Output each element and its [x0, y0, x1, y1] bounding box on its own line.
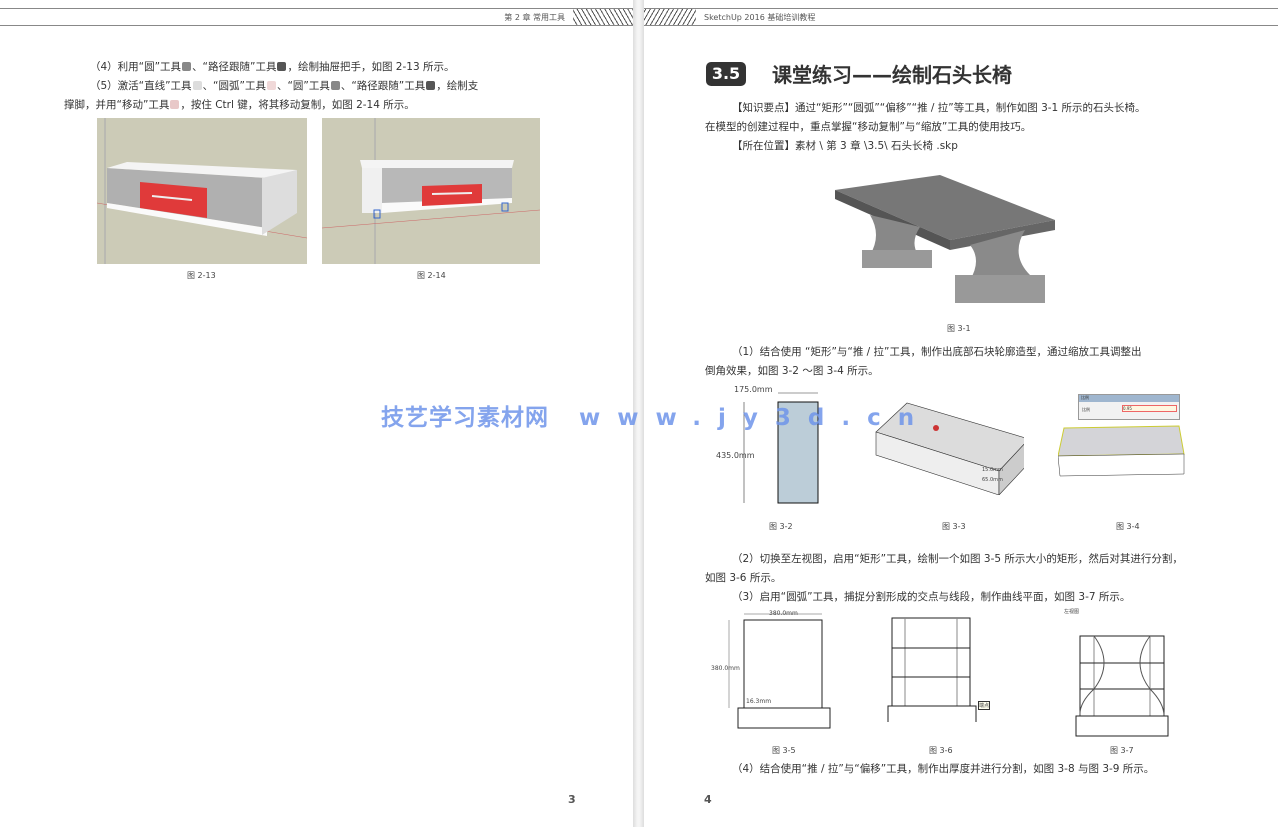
step-1-text: （1）结合使用 “矩形”与“推 / 拉”工具，制作出底部石块轮廓造型，通过缩放工… — [732, 346, 1142, 358]
width-dimension: 380.0mm — [769, 610, 798, 617]
figure-3-6-image: 端点 — [870, 612, 1010, 722]
running-header: 第 2 章 常用工具 — [0, 8, 633, 26]
figure-3-2-image: 175.0mm 435.0mm — [716, 385, 858, 510]
running-header: SketchUp 2016 基础培训教程 — [644, 8, 1278, 26]
move-tool-icon — [170, 100, 180, 109]
figure-3-7-image: 左视图 — [1064, 608, 1204, 738]
width-dimension: 175.0mm — [734, 385, 773, 394]
follow-me-icon — [426, 81, 436, 90]
step-5-text: （5）激活“直线”工具、“圆弧”工具、“圆”工具、“路径跟随”工具，绘制支 — [90, 80, 479, 92]
offset-dimension: 16.3mm — [746, 698, 772, 705]
watermark-url: www.jy3d.cn — [579, 405, 932, 431]
watermark-name: 技艺学习素材网 — [381, 405, 549, 431]
book-gutter — [633, 0, 644, 827]
follow-me-icon — [277, 62, 287, 71]
line-tool-icon — [192, 81, 202, 90]
scale-dialog: 比例 比例 0.95 — [1078, 394, 1180, 420]
endpoint-tooltip: 端点 — [978, 701, 991, 710]
left-page: 第 2 章 常用工具 （4）利用“圆”工具、“路径跟随”工具，绘制抽屉把手，如图… — [0, 0, 633, 827]
figure-3-1-stone-bench — [835, 175, 1055, 303]
section-title: 课堂练习——绘制石头长椅 — [772, 63, 1012, 87]
dimension-1: 15.0mm — [982, 467, 1003, 473]
arc-tool-icon — [266, 81, 276, 90]
figure-2-13-image — [97, 118, 307, 264]
figure-3-5-caption: 图 3-5 — [772, 746, 796, 755]
figure-3-4-image: 比例 比例 0.95 — [1058, 394, 1208, 486]
height-dimension: 435.0mm — [716, 451, 755, 460]
circle-tool-icon — [182, 62, 192, 71]
section-number-badge: 3.5 — [706, 62, 746, 86]
watermark: 技艺学习素材网 www.jy3d.cn — [381, 398, 931, 432]
page-number: 3 — [568, 793, 576, 806]
step-1-text-cont: 倒角效果，如图 3-2 ～图 3-4 所示。 — [705, 365, 879, 377]
figure-2-13-caption: 图 2-13 — [187, 271, 216, 280]
step-4-text: （4）结合使用“推 / 拉”与“偏移”工具，制作出厚度并进行分割，如图 3-8 … — [732, 763, 1155, 775]
chapter-header: 第 2 章 常用工具 — [504, 13, 565, 22]
file-location: 【所在位置】素材 \ 第 3 章 \3.5\ 石头长椅 .skp — [732, 140, 958, 152]
figure-2-14-caption: 图 2-14 — [417, 271, 446, 280]
step-3-text: （3）启用“圆弧”工具，捕捉分割形成的交点与线段，制作曲线平面，如图 3-7 所… — [732, 591, 1131, 603]
figure-3-7-caption: 图 3-7 — [1110, 746, 1134, 755]
figure-3-1-caption: 图 3-1 — [947, 324, 971, 333]
page-number: 4 — [704, 793, 712, 806]
height-dimension: 380.0mm — [711, 665, 740, 672]
step-2-text-cont: 如图 3-6 所示。 — [705, 572, 782, 584]
scale-value-input[interactable]: 0.95 — [1122, 405, 1177, 412]
header-hatch — [644, 9, 696, 25]
dimension-2: 65.0mm — [982, 477, 1003, 483]
book-title-header: SketchUp 2016 基础培训教程 — [704, 13, 816, 22]
dialog-label: 比例 — [1082, 407, 1090, 412]
knowledge-points-cont: 在模型的创建过程中，重点掌握“移动复制”与“缩放”工具的使用技巧。 — [705, 121, 1032, 133]
circle-tool-icon — [330, 81, 340, 90]
header-hatch — [573, 9, 633, 25]
knowledge-points: 【知识要点】通过“矩形”“圆弧”“偏移”“推 / 拉”等工具，制作如图 3-1 … — [732, 102, 1146, 114]
view-label: 左视图 — [1064, 609, 1080, 615]
figure-3-4-caption: 图 3-4 — [1116, 522, 1140, 531]
right-page: SketchUp 2016 基础培训教程 3.5 课堂练习——绘制石头长椅 【知… — [644, 0, 1278, 827]
figure-3-6-caption: 图 3-6 — [929, 746, 953, 755]
figure-3-5-image: 380.0mm 380.0mm 16.3mm — [711, 610, 844, 735]
step-4-text: （4）利用“圆”工具、“路径跟随”工具，绘制抽屉把手，如图 2-13 所示。 — [90, 61, 455, 73]
figure-2-14-image — [322, 118, 540, 264]
figure-3-3-image: 15.0mm 65.0mm — [874, 395, 1024, 495]
figure-3-3-caption: 图 3-3 — [942, 522, 966, 531]
dialog-title: 比例 — [1079, 395, 1179, 402]
figure-3-2-caption: 图 3-2 — [769, 522, 793, 531]
step-2-text: （2）切换至左视图，启用“矩形”工具，绘制一个如图 3-5 所示大小的矩形，然后… — [732, 553, 1183, 565]
step-5-text-cont: 撑脚，并用“移动”工具，按住 Ctrl 键，将其移动复制，如图 2-14 所示。 — [64, 99, 415, 111]
